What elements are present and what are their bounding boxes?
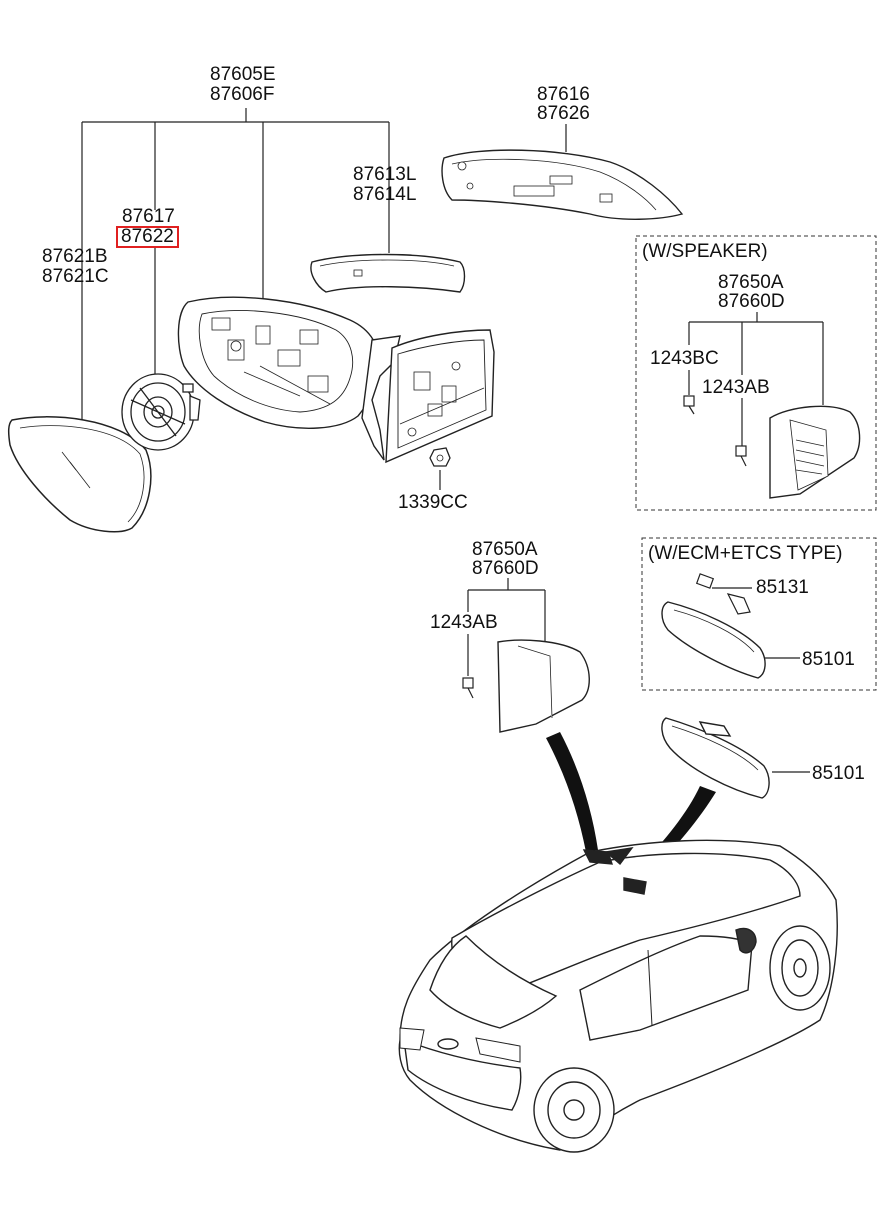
label-nut: 1339CC [398,492,468,513]
label-speaker-part-1: 87650A [718,272,784,293]
ecm-inside-mirror-part [661,601,766,679]
label-bracket-part-2: 87660D [472,558,539,579]
label-ecm-part2: 85101 [802,649,855,670]
speaker-cover-part [769,405,861,499]
bracket-screw-icon [462,677,474,699]
nut-part [429,447,451,467]
mirror-glass-part [7,416,152,533]
label-speaker-screw1: 1243BC [650,348,719,369]
label-speaker-box-title: (W/SPEAKER) [642,241,768,262]
label-glass-1: 87621B [42,246,108,267]
label-garnish-1: 87613L [353,164,417,185]
label-glass-2: 87621C [42,266,109,287]
inside-mirror-part [661,717,770,799]
label-ecm-part1: 85131 [756,577,809,598]
label-garnish-2: 87614L [353,184,417,205]
label-bracket-part-1: 87650A [472,539,538,560]
label-cover-cap-1: 87616 [537,84,590,105]
label-ecm-box-title: (W/ECM+ETCS TYPE) [648,543,843,564]
garnish-part [310,253,466,293]
ecm-box-frame [641,537,877,691]
leader-lines [81,108,824,773]
label-bracket-screw: 1243AB [430,612,498,633]
label-cover-cap-2: 87626 [537,103,590,124]
speaker-box-frame [635,235,877,511]
cover-cap-part [441,149,684,220]
label-actuator-a: 87617 [122,206,175,227]
label-mirror-assy-2: 87606F [210,84,275,105]
car-illustration [398,839,838,1153]
label-actuator-b-highlighted[interactable]: 87622 [116,226,179,248]
label-inside-mirror: 85101 [812,763,865,784]
label-speaker-part-2: 87660D [718,291,785,312]
mirror-housing-part [177,296,401,461]
ecm-sensor-part [695,573,751,615]
bracket-cover-part [497,639,590,733]
mirror-base-part [385,329,495,464]
label-speaker-screw2: 1243AB [702,377,770,398]
actuator-part [121,373,201,451]
speaker-screw-icon [683,395,747,467]
label-mirror-assy-1: 87605E [210,64,276,85]
